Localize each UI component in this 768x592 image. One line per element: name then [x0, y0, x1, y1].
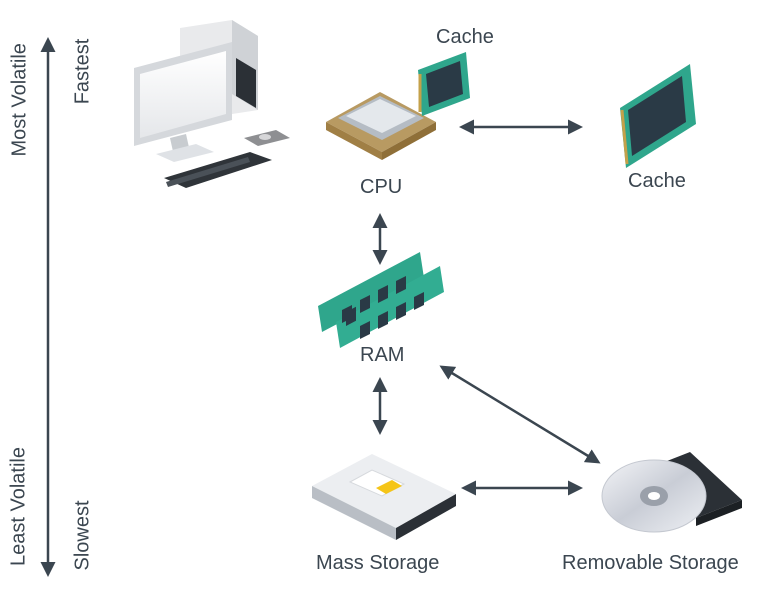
slowest-label: Slowest: [71, 500, 94, 571]
least-volatile-label: Least Volatile: [7, 447, 30, 566]
cache-top-label: Cache: [436, 26, 494, 48]
ram-module-icon: [318, 252, 444, 348]
desktop-computer-icon: [134, 20, 290, 188]
fastest-label: Fastest: [71, 38, 94, 105]
most-volatile-label: Most Volatile: [8, 43, 31, 157]
optical-disc-drive-icon: [601, 452, 742, 533]
cache-board-icon: [620, 64, 696, 168]
cache-right-label: Cache: [628, 170, 686, 192]
mass-storage-label: Mass Storage: [316, 552, 440, 574]
ram-label: RAM: [360, 344, 405, 366]
hard-drive-icon: [312, 454, 456, 540]
removable-storage-label: Removable Storage: [562, 552, 739, 574]
cache-board-icon: [418, 52, 470, 116]
cpu-label: CPU: [360, 176, 403, 198]
arrow-ram-removable-storage: [439, 365, 601, 464]
cpu-chip-icon: [326, 92, 436, 160]
